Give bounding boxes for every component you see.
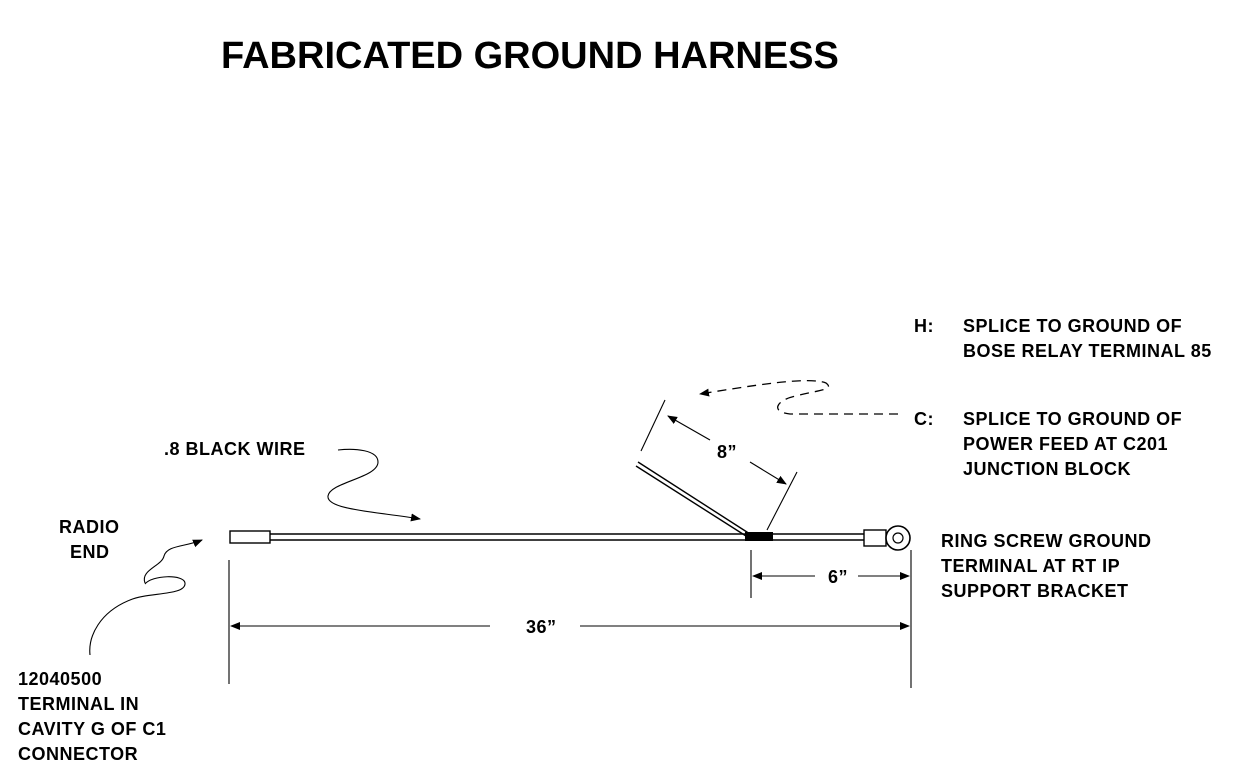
ring-terminal xyxy=(863,525,911,551)
svg-text:JUNCTION BLOCK: JUNCTION BLOCK xyxy=(963,459,1131,479)
svg-text:END: END xyxy=(70,542,110,562)
svg-text:12040500: 12040500 xyxy=(18,669,102,689)
svg-text:SUPPORT BRACKET: SUPPORT BRACKET xyxy=(941,581,1129,601)
svg-text:CONNECTOR: CONNECTOR xyxy=(18,744,138,764)
svg-text:H:: H: xyxy=(914,316,934,336)
radio-end-label: RADIO END xyxy=(59,517,120,562)
svg-text:TERMINAL IN: TERMINAL IN xyxy=(18,694,139,714)
dimension-8 xyxy=(667,415,787,485)
splice-h-label: H: SPLICE TO GROUND OF BOSE RELAY TERMIN… xyxy=(914,316,1212,361)
svg-text:SPLICE TO GROUND OF: SPLICE TO GROUND OF xyxy=(963,316,1182,336)
wire-leader-arrow xyxy=(327,448,421,522)
diagram-title: FABRICATED GROUND HARNESS xyxy=(221,35,839,77)
terminal-leader-line xyxy=(89,576,186,656)
ring-terminal-label: RING SCREW GROUND TERMINAL AT RT IP SUPP… xyxy=(941,531,1152,601)
terminal-label: 12040500 TERMINAL IN CAVITY G OF C1 CONN… xyxy=(18,669,166,764)
splice xyxy=(745,532,773,541)
splice-c-leader-arrow xyxy=(699,379,898,415)
svg-text:RING SCREW GROUND: RING SCREW GROUND xyxy=(941,531,1152,551)
branch-wire xyxy=(635,461,751,537)
wire-label: .8 BLACK WIRE xyxy=(164,439,306,459)
dimension-8-label: 8” xyxy=(717,442,737,462)
extension-line-branch-splice xyxy=(766,471,798,531)
dimension-6-label: 6” xyxy=(828,567,848,587)
svg-text:POWER FEED AT C201: POWER FEED AT C201 xyxy=(963,434,1168,454)
svg-text:CAVITY G OF C1: CAVITY G OF C1 xyxy=(18,719,166,739)
svg-text:RADIO: RADIO xyxy=(59,517,120,537)
main-wire xyxy=(270,533,864,541)
extension-line-branch-end xyxy=(640,399,666,452)
svg-text:C:: C: xyxy=(914,409,934,429)
svg-text:BOSE RELAY TERMINAL 85: BOSE RELAY TERMINAL 85 xyxy=(963,341,1212,361)
svg-text:SPLICE TO GROUND OF: SPLICE TO GROUND OF xyxy=(963,409,1182,429)
svg-text:TERMINAL AT RT IP: TERMINAL AT RT IP xyxy=(941,556,1120,576)
radio-end-leader-arrow xyxy=(143,539,203,584)
radio-terminal-connector xyxy=(229,530,271,544)
dimension-36-label: 36” xyxy=(526,617,557,637)
splice-c-label: C: SPLICE TO GROUND OF POWER FEED AT C20… xyxy=(914,409,1182,479)
